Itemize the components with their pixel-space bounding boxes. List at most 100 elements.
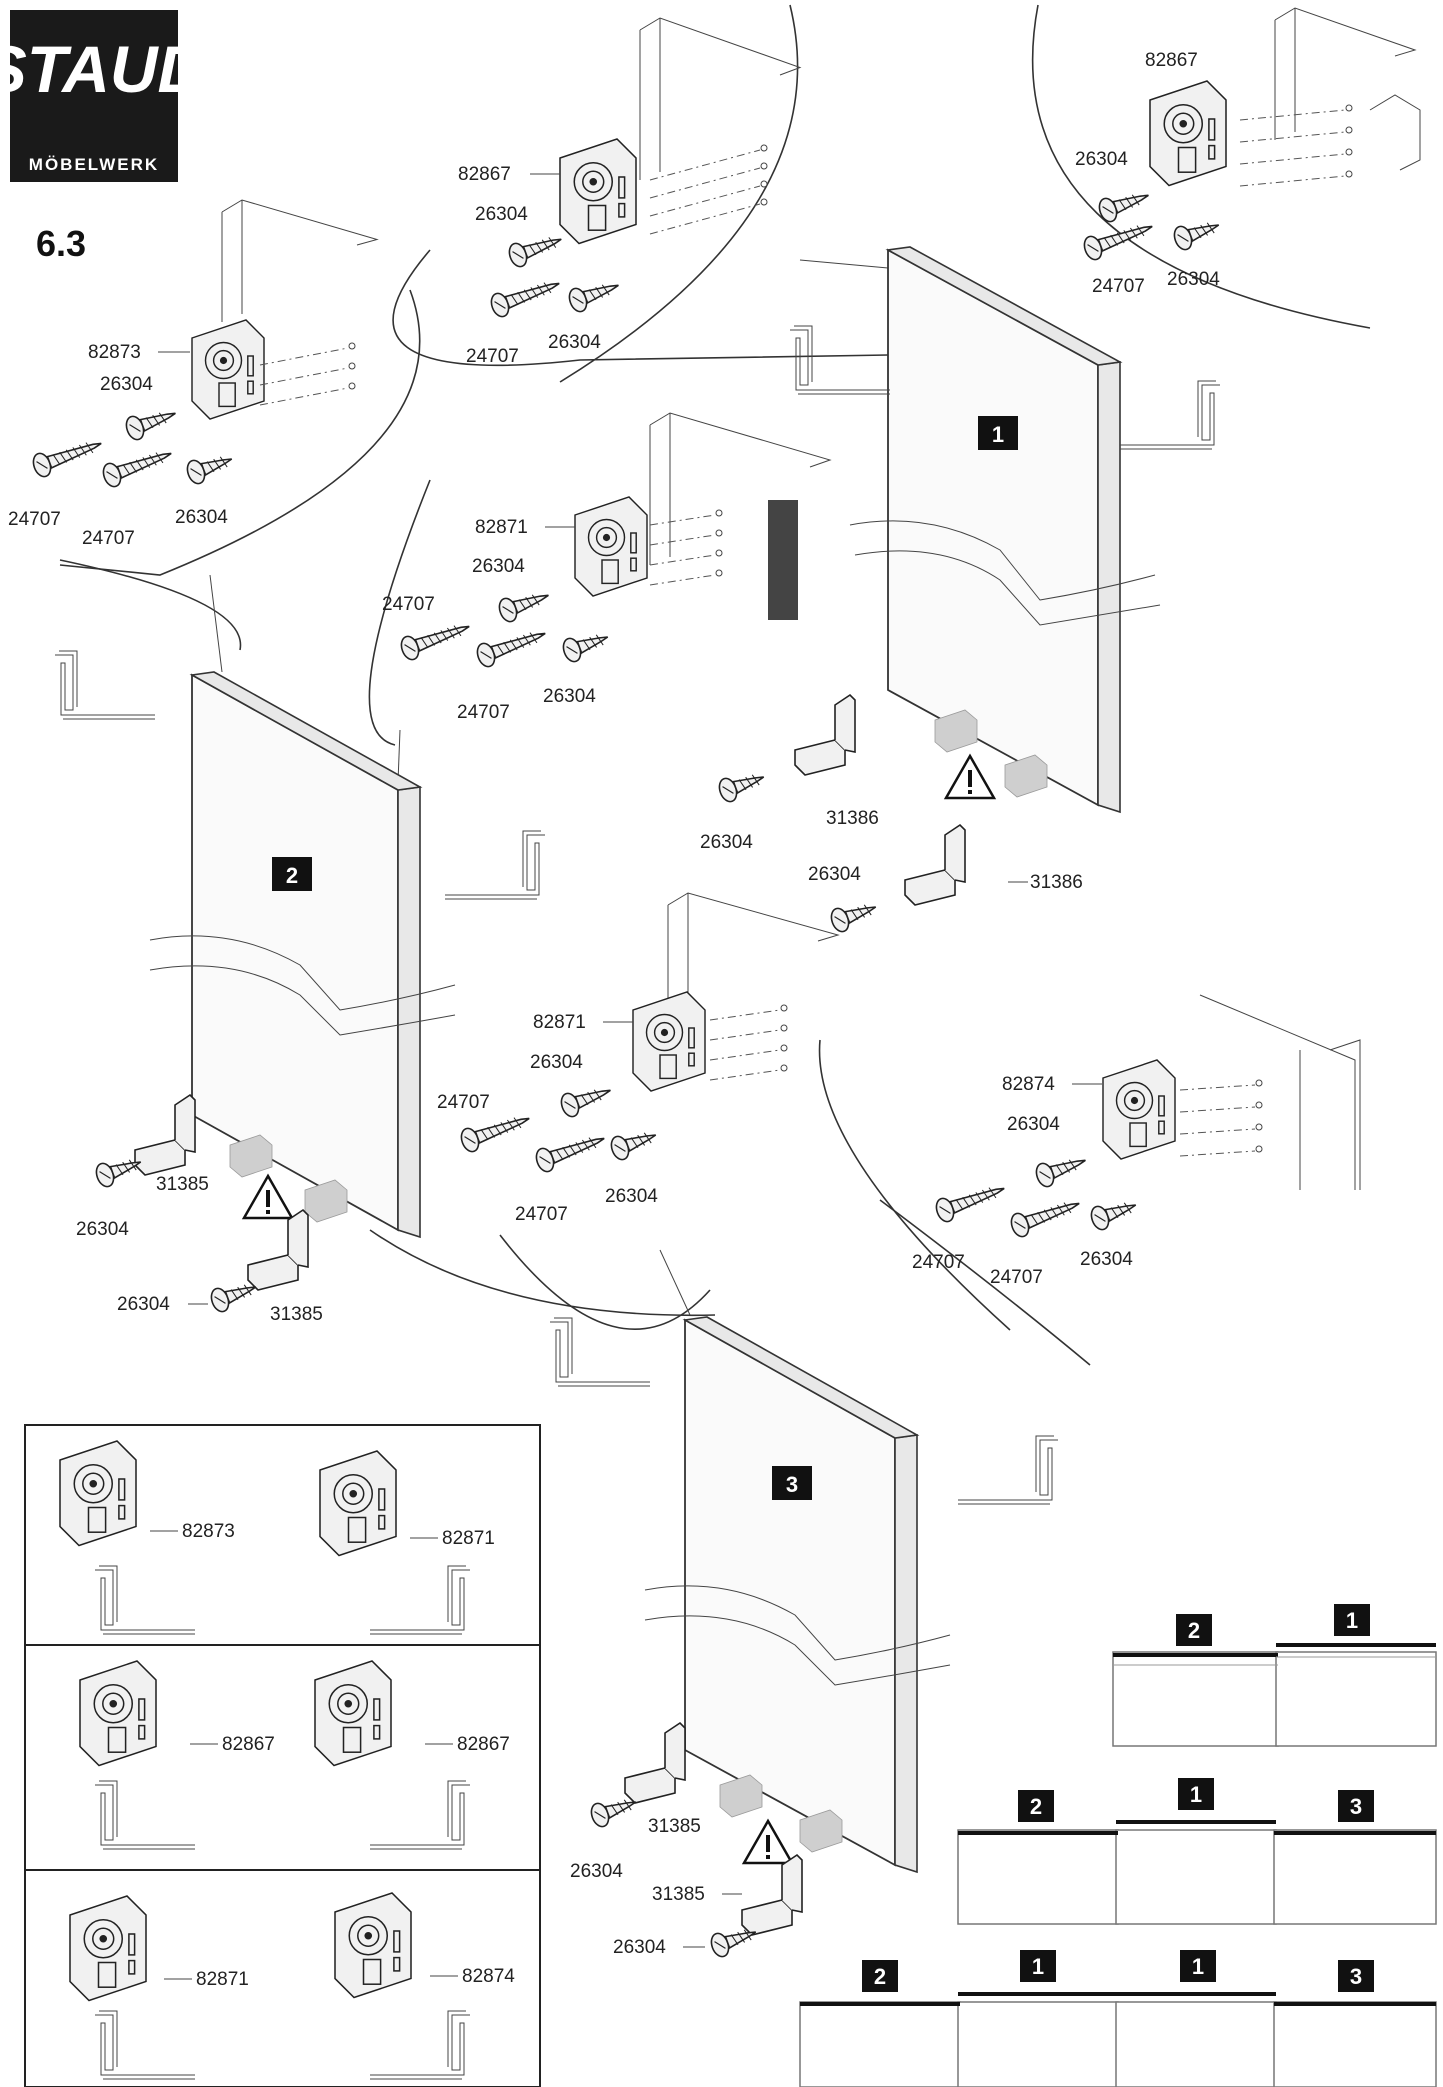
part-label: 26304 bbox=[100, 374, 153, 395]
drill-hole bbox=[348, 382, 356, 390]
panel-number-badge bbox=[772, 1466, 812, 1500]
hardware-legend-table: 82873 82871 82867 82867 82871 82874 bbox=[24, 1424, 541, 2087]
screw-icon bbox=[710, 1929, 757, 1958]
part-label: 26304 bbox=[700, 832, 753, 853]
part-label: 24707 bbox=[990, 1267, 1043, 1288]
drill-hole bbox=[715, 509, 723, 517]
screw-icon bbox=[1090, 1202, 1137, 1231]
warnings bbox=[95, 693, 1048, 1958]
foam-block bbox=[304, 1179, 348, 1223]
profile-rail-icon bbox=[370, 2010, 470, 2080]
profile-rail-icon bbox=[95, 1565, 195, 1635]
hardware-details bbox=[32, 7, 1421, 1238]
part-label: 24707 bbox=[457, 702, 510, 723]
part-label: 24707 bbox=[8, 509, 61, 530]
profile-rail-icon bbox=[95, 2010, 195, 2080]
screw-icon bbox=[498, 594, 549, 623]
part-labels: 82867 26304 24707 26304 82867 26304 2470… bbox=[8, 50, 1220, 1958]
profile-rail-icon bbox=[1120, 380, 1220, 450]
alignment-line bbox=[649, 514, 716, 526]
roller-hardware-icon bbox=[574, 496, 648, 597]
part-label: 24707 bbox=[437, 1092, 490, 1113]
part-label: 26304 bbox=[175, 507, 228, 528]
screw-icon bbox=[1010, 1202, 1080, 1238]
part-label: 24707 bbox=[1092, 276, 1145, 297]
cabinet-carcass bbox=[1274, 7, 1417, 140]
cabinet-carcass bbox=[1199, 994, 1361, 1190]
config-door-number: 1 bbox=[1032, 1954, 1044, 1979]
config-door-number: 1 bbox=[1192, 1954, 1204, 1979]
alignment-line bbox=[1239, 131, 1346, 143]
panel-number-2: 2 bbox=[286, 863, 298, 888]
roller-hardware-icon bbox=[632, 991, 706, 1092]
configuration-four-doors: 2 1 1 3 bbox=[799, 1950, 1437, 2087]
screw-icon bbox=[32, 442, 102, 478]
part-label: 31386 bbox=[1030, 872, 1083, 893]
part-label: 26304 bbox=[530, 1052, 583, 1073]
part-label: 26304 bbox=[475, 204, 528, 225]
floor-guide-icon bbox=[904, 823, 966, 906]
part-label: 26304 bbox=[808, 864, 861, 885]
profile-rails bbox=[55, 325, 1220, 1505]
alignment-line bbox=[649, 149, 761, 181]
roller-hardware-icon bbox=[1149, 80, 1227, 187]
alignment-line bbox=[649, 167, 761, 199]
legend-part-label: 82867 bbox=[222, 1734, 275, 1755]
drill-hole bbox=[1255, 1145, 1263, 1153]
legend-part-label: 82874 bbox=[462, 1966, 515, 1987]
alignment-line bbox=[1179, 1106, 1256, 1113]
foam-block bbox=[229, 1134, 273, 1178]
logo-subtitle: MÖBELWERK bbox=[29, 155, 159, 174]
part-label: 26304 bbox=[570, 1861, 623, 1882]
alignment-line bbox=[709, 1049, 781, 1061]
config-door-number: 1 bbox=[1190, 1782, 1202, 1807]
floor-guide-icon bbox=[741, 1853, 803, 1936]
alignment-line bbox=[1179, 1150, 1256, 1157]
roller-hardware-icon bbox=[79, 1660, 157, 1767]
drill-hole bbox=[1255, 1123, 1263, 1131]
part-label: 26304 bbox=[605, 1186, 658, 1207]
screw-icon bbox=[95, 1159, 142, 1188]
alignment-line bbox=[709, 1009, 781, 1021]
screw-icon bbox=[476, 632, 546, 668]
part-label: 82873 bbox=[88, 342, 141, 363]
screw-icon bbox=[186, 456, 233, 485]
drill-hole bbox=[348, 342, 356, 350]
drill-hole bbox=[1345, 126, 1353, 134]
drill-hole bbox=[715, 569, 723, 577]
drill-hole bbox=[1255, 1079, 1263, 1087]
part-label: 26304 bbox=[76, 1219, 129, 1240]
part-label: 26304 bbox=[1007, 1114, 1060, 1135]
screw-icon bbox=[718, 774, 765, 803]
part-label: 26304 bbox=[472, 556, 525, 577]
alignment-line bbox=[649, 534, 716, 546]
alignment-line bbox=[259, 367, 349, 386]
drill-hole bbox=[760, 162, 768, 170]
part-label: 82874 bbox=[1002, 1074, 1055, 1095]
drill-hole bbox=[715, 549, 723, 557]
screw-icon bbox=[508, 237, 562, 268]
screw-icon bbox=[125, 412, 176, 441]
drill-hole bbox=[1345, 170, 1353, 178]
alignment-line bbox=[649, 574, 716, 586]
legend-part-label: 82867 bbox=[457, 1734, 510, 1755]
roller-hardware-icon bbox=[69, 1895, 147, 2002]
screw-icon bbox=[568, 284, 619, 313]
alignment-line bbox=[649, 203, 761, 235]
cabinet-carcass bbox=[649, 412, 832, 565]
screw-icon bbox=[562, 634, 609, 663]
part-label: 31385 bbox=[156, 1174, 209, 1195]
configuration-three-doors: 2 1 3 bbox=[957, 1778, 1437, 1925]
alignment-line bbox=[649, 554, 716, 566]
screw-icon bbox=[610, 1132, 657, 1161]
warning-triangle-icon bbox=[943, 753, 997, 800]
door-panel-3: 3 bbox=[644, 1316, 951, 1874]
door-edge-brush bbox=[768, 500, 798, 620]
bubble-outlines bbox=[59, 4, 1371, 1366]
drill-hole bbox=[780, 1004, 788, 1012]
screw-icon bbox=[830, 904, 877, 933]
part-label: 26304 bbox=[117, 1294, 170, 1315]
part-label: 82871 bbox=[475, 517, 528, 538]
panel-number-1: 1 bbox=[992, 422, 1004, 447]
